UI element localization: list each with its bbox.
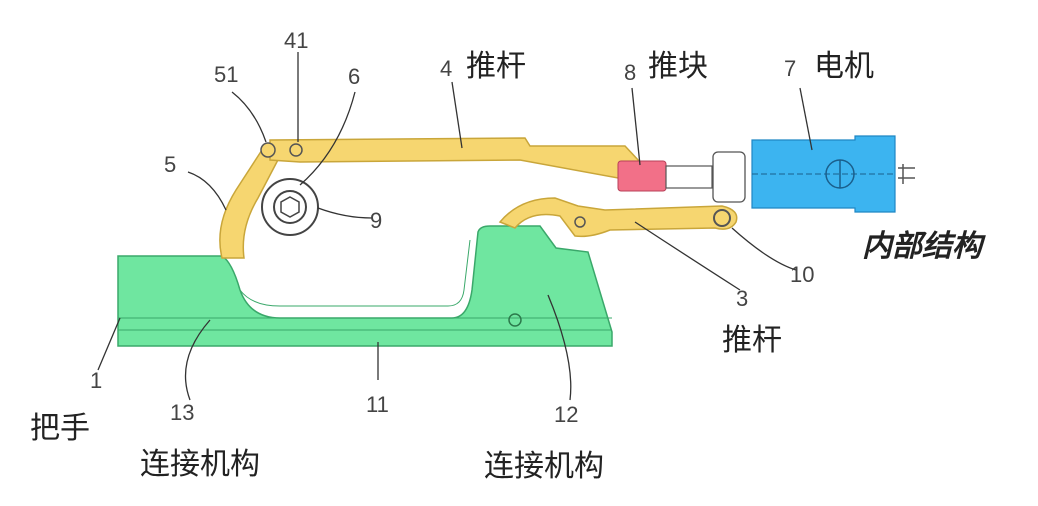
motor-7 [751,135,915,213]
handle-base [117,225,613,347]
label-connection-right: 连接机构 [484,449,604,484]
push-rod-3 [498,197,738,238]
pivot-41 [289,143,303,157]
pivot-51 [260,142,276,158]
gear-9 [261,178,319,236]
label-3: 3 [736,286,748,311]
motor-coupler [712,151,746,203]
label-handle: 把手 [30,411,90,446]
label-10: 10 [790,262,814,287]
label-push-rod-top: 推杆 [466,49,526,84]
label-push-block: 推块 [648,49,708,84]
label-1: 1 [90,368,102,393]
label-13: 13 [170,400,194,425]
label-51: 51 [214,62,238,87]
label-motor: 电机 [814,49,874,84]
label-4: 4 [440,56,452,81]
label-8: 8 [624,60,636,85]
pivot-3 [574,216,586,228]
label-6: 6 [348,64,360,89]
label-41: 41 [284,28,308,53]
label-7: 7 [784,56,796,81]
label-12: 12 [554,402,578,427]
motor-shaft [665,165,713,189]
pivot-10 [713,209,731,227]
label-internal-structure: 内部结构 [862,229,986,264]
label-5: 5 [164,152,176,177]
label-push-rod-bottom: 推杆 [722,323,782,358]
label-connection-left: 连接机构 [140,447,260,482]
push-block-8 [617,160,667,192]
leader-lines [97,52,813,401]
label-9: 9 [370,208,382,233]
label-11: 11 [366,392,389,417]
